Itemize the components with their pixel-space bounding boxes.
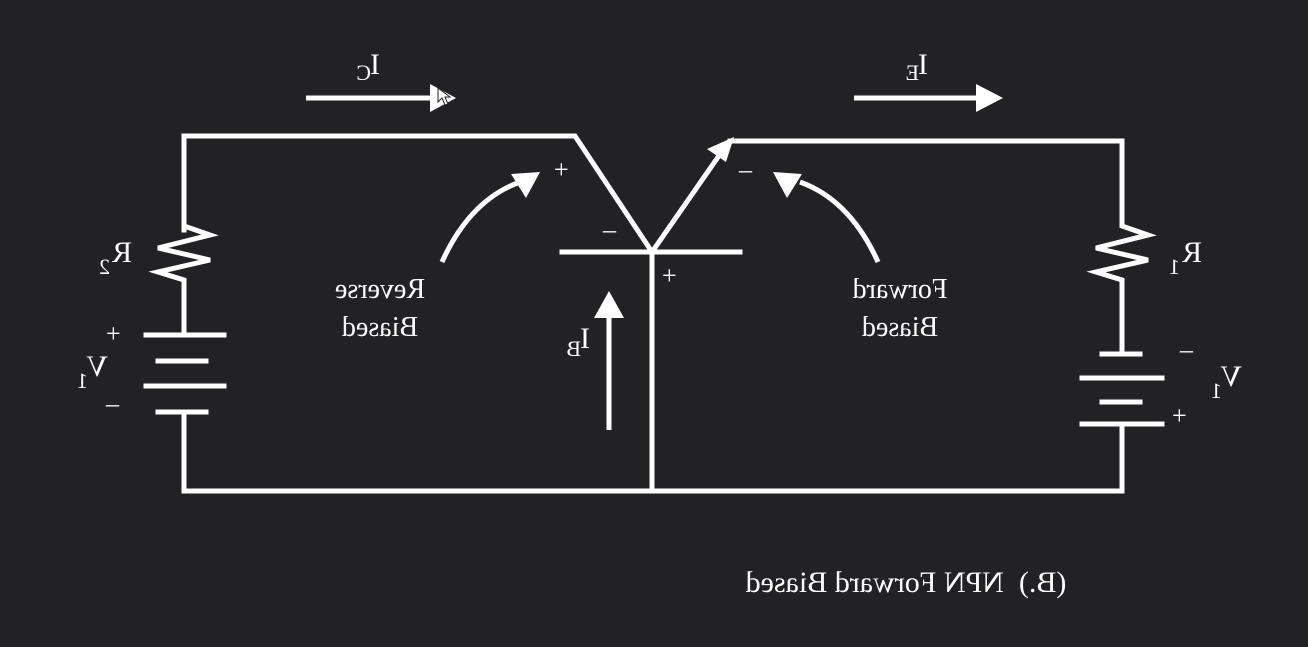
left-battery-plus: + [106, 319, 121, 348]
collector-minus: – [602, 215, 617, 244]
forward-biased-line1: Forward [853, 274, 948, 305]
v-left-subscript: 1 [77, 368, 88, 393]
left-battery-minus: – [105, 389, 120, 418]
ib-label: I [580, 322, 590, 355]
reverse-biased-line1: Reverse [335, 274, 425, 305]
r2-label: R [112, 236, 132, 269]
diagram-caption: (B.) NPN Forward Biased [746, 566, 1067, 599]
v-right-subscript: 1 [1211, 378, 1222, 403]
collector-plus: + [554, 155, 569, 184]
forward-bias-arrowhead [773, 172, 802, 198]
r1-subscript: 1 [1169, 254, 1180, 279]
ie-label: I [918, 48, 928, 81]
r2-resistor [148, 215, 219, 291]
hand-cursor-icon [437, 87, 452, 106]
v-right-label: V [1220, 360, 1242, 393]
left-top-wire [181, 133, 656, 256]
reverse-bias-arrowhead [511, 172, 540, 198]
reverse-biased-line2: Biased [342, 312, 418, 343]
r1-resistor [1086, 215, 1157, 291]
right-battery-plus: + [1172, 401, 1187, 430]
base-plus: + [662, 261, 677, 290]
r1-label: R [1182, 236, 1202, 269]
ib-subscript: B [566, 336, 581, 361]
right-top-wire [727, 138, 1125, 221]
emitter-arrowhead [707, 137, 734, 162]
reverse-bias-arrow-curve [439, 179, 521, 264]
emitter-lead [648, 143, 729, 256]
ie-arrowhead [976, 84, 1003, 112]
ic-subscript: C [356, 60, 371, 85]
v-left-label: V [86, 350, 108, 383]
forward-bias-arrow-curve [799, 179, 881, 264]
r2-subscript: 2 [99, 254, 110, 279]
emitter-minus: – [738, 155, 753, 184]
right-battery-minus: – [1179, 335, 1194, 364]
ie-subscript: E [906, 60, 919, 85]
forward-biased-line2: Biased [862, 312, 938, 343]
ib-arrowhead [594, 291, 624, 318]
ic-label: I [370, 48, 380, 81]
